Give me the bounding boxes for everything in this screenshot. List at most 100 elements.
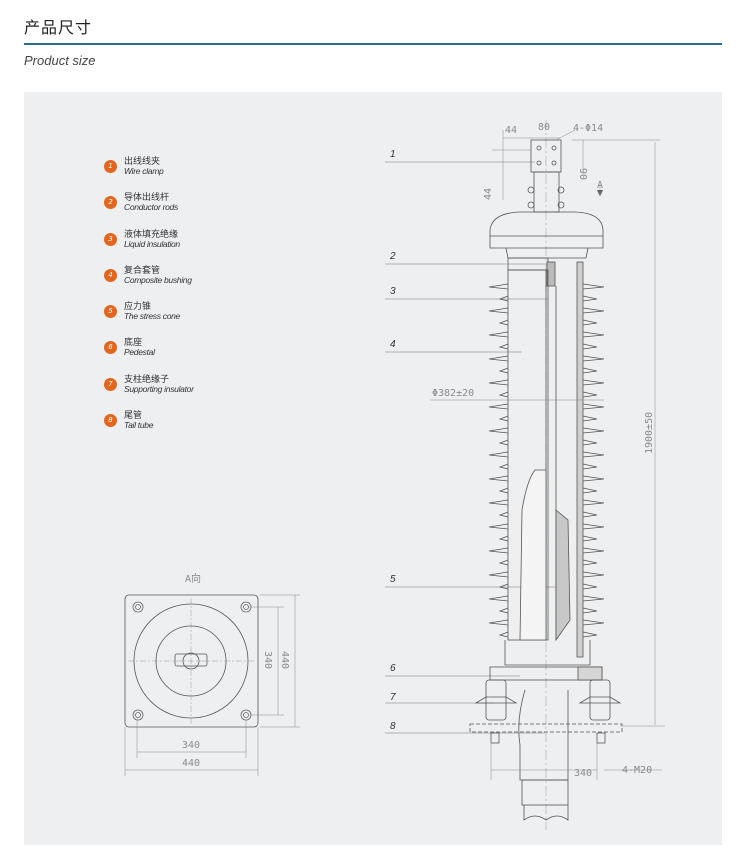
dim-view-inner-h: 340 bbox=[182, 740, 200, 751]
legend-label-cn: 液体填充绝缘 bbox=[124, 229, 179, 240]
view-a-title: A向 bbox=[185, 572, 201, 585]
page-subtitle: Product size bbox=[24, 53, 96, 68]
shed-left bbox=[498, 511, 509, 518]
dim-clamp-offset: 44 bbox=[505, 125, 517, 136]
legend-number-badge: 6 bbox=[104, 341, 117, 355]
terminal-body bbox=[469, 120, 623, 830]
callout-7: 7 bbox=[390, 692, 396, 703]
shed-right bbox=[582, 499, 605, 506]
shed-right bbox=[582, 583, 598, 590]
shed-right bbox=[582, 451, 605, 458]
dim-shed-diameter: Φ382±20 bbox=[432, 388, 474, 399]
shed-right bbox=[582, 415, 598, 422]
legend-number-badge: 8 bbox=[104, 414, 117, 428]
title-divider bbox=[24, 43, 722, 45]
legend-label-en: Composite bushing bbox=[124, 274, 192, 285]
page-title: 产品尺寸 bbox=[24, 18, 93, 37]
shed-left bbox=[488, 523, 509, 530]
dim-base-span: 340 bbox=[574, 768, 592, 779]
shed-right bbox=[582, 307, 605, 314]
shed-right bbox=[582, 547, 605, 554]
legend-label-en: Wire clamp bbox=[124, 166, 164, 176]
shed-right bbox=[582, 331, 605, 338]
shed-left bbox=[498, 631, 509, 638]
shed-left bbox=[498, 343, 509, 350]
shed-right bbox=[582, 427, 605, 434]
main-dimensions bbox=[430, 129, 665, 780]
dim-view-outer-v: 440 bbox=[279, 651, 290, 669]
shed-right bbox=[582, 379, 605, 386]
dim-clamp-holes: 4-Φ14 bbox=[573, 123, 603, 134]
shed-right bbox=[582, 475, 605, 482]
conductor-stem bbox=[533, 171, 560, 213]
shed-left bbox=[498, 391, 509, 398]
dim-view-outer-h: 440 bbox=[182, 758, 200, 769]
legend-number-badge: 4 bbox=[104, 268, 117, 282]
shed-right bbox=[582, 559, 598, 566]
legend-label-en: Liquid insulation bbox=[124, 238, 180, 249]
view-arrow-label: A bbox=[597, 180, 603, 191]
shed-left bbox=[498, 607, 509, 614]
legend-label-cn: 应力锥 bbox=[124, 302, 152, 313]
shed-left bbox=[488, 547, 509, 554]
shed-right bbox=[582, 463, 598, 470]
legend-label-cn: 底座 bbox=[124, 338, 143, 349]
shed-left bbox=[488, 283, 509, 290]
legend-label-en: Pedestal bbox=[124, 347, 155, 358]
shed-left bbox=[488, 427, 509, 434]
shed-left bbox=[488, 355, 509, 362]
shed-left bbox=[488, 571, 509, 578]
legend-label-cn: 尾管 bbox=[124, 411, 143, 422]
legend-label-cn: 导体出线杆 bbox=[124, 193, 170, 204]
shed-right bbox=[582, 511, 598, 518]
shed-left bbox=[488, 403, 509, 410]
shed-right bbox=[582, 571, 605, 578]
top-dome bbox=[489, 211, 604, 249]
shed-right bbox=[582, 367, 598, 374]
callout-5: 5 bbox=[390, 574, 396, 585]
shed-right bbox=[582, 523, 605, 530]
shed-right bbox=[582, 439, 598, 446]
shed-left bbox=[488, 619, 509, 626]
callout-3: 3 bbox=[390, 286, 396, 297]
callout-4: 4 bbox=[390, 339, 396, 350]
stress-cone bbox=[519, 469, 547, 641]
legend-label-en: The stress cone bbox=[124, 311, 180, 322]
support-insulator-right bbox=[589, 679, 611, 721]
dim-clamp-width: 80 bbox=[538, 122, 550, 133]
shed-right bbox=[582, 631, 598, 638]
shed-left bbox=[498, 559, 509, 566]
callout-1: 1 bbox=[390, 149, 396, 160]
shed-left bbox=[498, 487, 509, 494]
shed-left bbox=[488, 595, 509, 602]
shed-left bbox=[488, 451, 509, 458]
support-insulator-left bbox=[485, 679, 507, 721]
shed-left bbox=[488, 379, 509, 386]
legend-label-cn: 出线线夹 bbox=[124, 157, 161, 167]
shed-left bbox=[488, 499, 509, 506]
shed-right bbox=[582, 295, 598, 302]
shed-left bbox=[488, 475, 509, 482]
shed-right bbox=[582, 535, 598, 542]
shed-left bbox=[498, 535, 509, 542]
legend-label-en: Conductor rods bbox=[124, 202, 178, 213]
shed-right bbox=[582, 403, 605, 410]
shed-left bbox=[488, 331, 509, 338]
legend-number-badge: 3 bbox=[104, 232, 117, 246]
legend-label-cn: 复合套管 bbox=[124, 265, 161, 276]
shed-right bbox=[582, 319, 598, 326]
dim-clamp-height: 90 bbox=[577, 168, 588, 180]
shed-right bbox=[582, 487, 598, 494]
shed-right bbox=[582, 595, 605, 602]
base-plate-square bbox=[124, 594, 259, 728]
callout-numbers: 1 2 3 4 5 6 7 8 bbox=[389, 149, 396, 732]
callout-6: 6 bbox=[390, 663, 396, 674]
shed-right bbox=[582, 607, 598, 614]
view-a-drawing: A向 340 440 340 440 bbox=[124, 572, 300, 776]
shed-right bbox=[582, 391, 598, 398]
shed-left bbox=[498, 367, 509, 374]
legend-number-badge: 1 bbox=[104, 160, 117, 173]
shed-right bbox=[582, 619, 605, 626]
dim-clamp-vertical: 44 bbox=[483, 188, 494, 200]
legend-label-cn: 支柱绝缘子 bbox=[124, 374, 170, 385]
